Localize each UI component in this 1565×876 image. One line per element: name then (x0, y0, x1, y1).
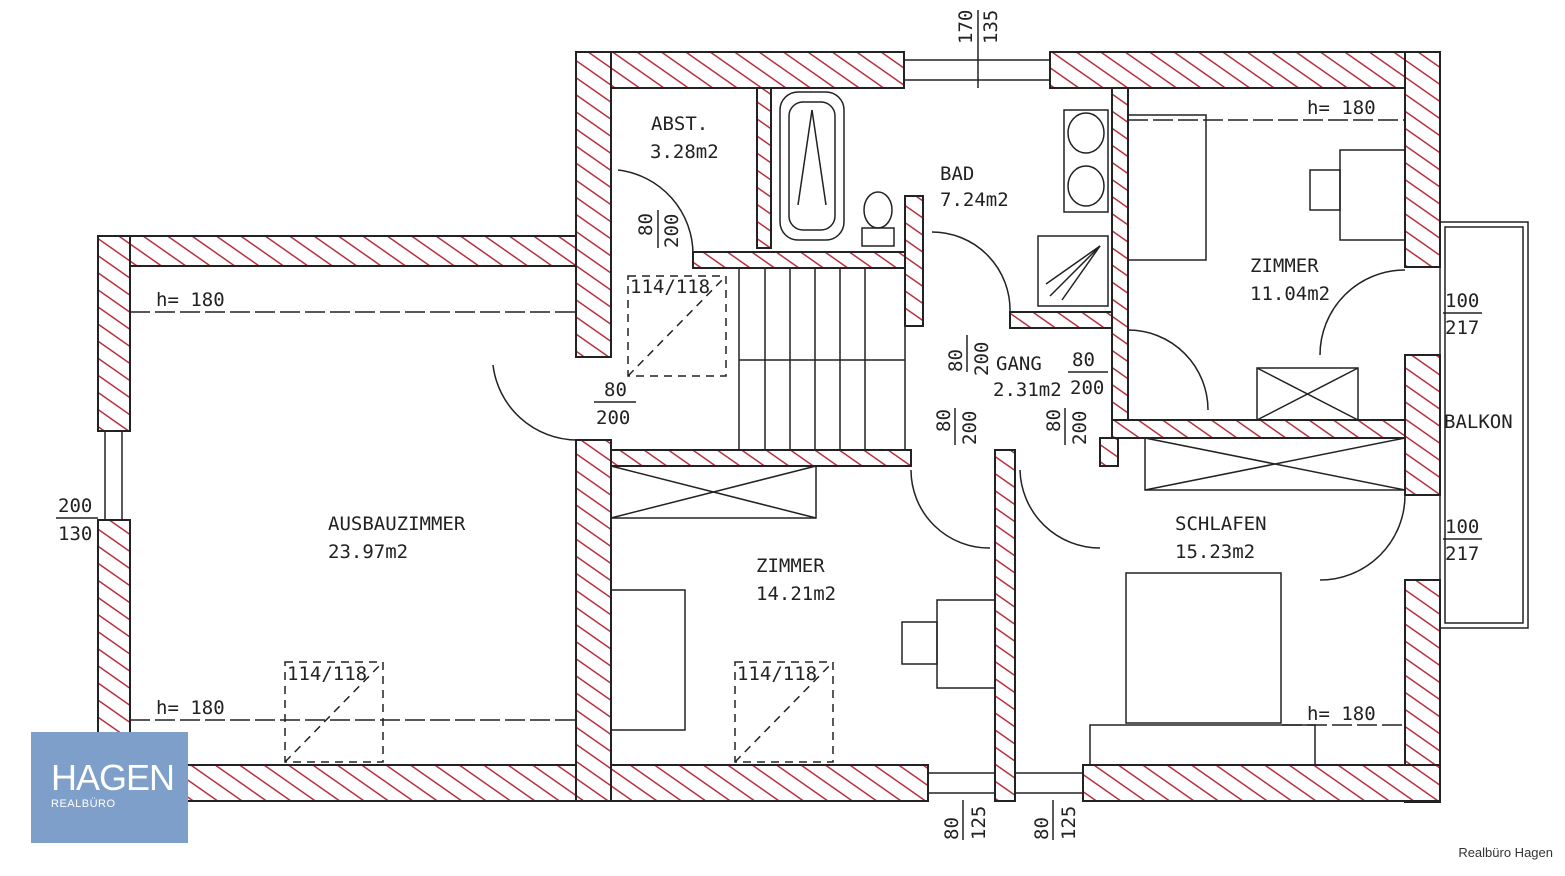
dim-door-zne-a: 80 (1072, 349, 1095, 371)
vertical-dimension-labels: 170 135 80 125 80 125 80 200 80 200 80 2… (635, 10, 1091, 840)
dim-door-schl-a: 80 (1043, 409, 1065, 432)
dim-bot2-b: 125 (1058, 806, 1080, 840)
window-label-3: 114/118 (737, 663, 817, 685)
window-label-1: 114/118 (630, 276, 710, 298)
dim-right1-b: 217 (1445, 317, 1479, 339)
window-label-2: 114/118 (287, 663, 367, 685)
dim-bot1-b: 125 (968, 806, 990, 840)
room-ausbau-area: 23.97m2 (328, 541, 408, 563)
dim-right1-a: 100 (1445, 290, 1479, 312)
dim-bot2-a: 80 (1031, 817, 1053, 840)
window-labels: 114/118 114/118 114/118 (287, 276, 817, 685)
dim-door-abst-a: 80 (635, 213, 657, 236)
dim-top-b: 135 (980, 10, 1002, 44)
dim-left-a: 200 (58, 495, 92, 517)
dim-left-b: 130 (58, 523, 92, 545)
room-labels: ABST. 3.28m2 BAD 7.24m2 ZIMMER 11.04m2 G… (328, 113, 1513, 605)
room-gang-name: GANG (996, 353, 1042, 375)
room-zimmer-s-name: ZIMMER (756, 555, 825, 577)
dim-door-bad-a: 80 (945, 349, 967, 372)
room-zimmer-ne-area: 11.04m2 (1250, 283, 1330, 305)
dim-right2-b: 217 (1445, 543, 1479, 565)
dim-right2-a: 100 (1445, 516, 1479, 538)
dimension-labels: 200 130 100 217 100 217 80 200 80 200 (56, 290, 1482, 565)
height-ne: h= 180 (1307, 97, 1376, 119)
room-schlafen-area: 15.23m2 (1175, 541, 1255, 563)
room-balkon-name: BALKON (1444, 411, 1513, 433)
room-zimmer-ne-name: ZIMMER (1250, 255, 1319, 277)
dim-door-zne-b: 200 (1070, 377, 1104, 399)
dim-door-zs-a: 80 (933, 409, 955, 432)
height-nw: h= 180 (156, 289, 225, 311)
height-labels: h= 180 h= 180 h= 180 h= 180 (156, 97, 1376, 725)
room-abst-area: 3.28m2 (650, 141, 719, 163)
dim-door-bad-b: 200 (971, 342, 993, 376)
room-ausbau-name: AUSBAUZIMMER (328, 513, 466, 535)
fixtures (130, 91, 1529, 766)
height-se: h= 180 (1307, 703, 1376, 725)
dim-bot1-a: 80 (941, 817, 963, 840)
interior-walls (610, 87, 1406, 802)
exterior-walls (97, 51, 1441, 803)
dim-top-a: 170 (955, 10, 977, 44)
room-schlafen-name: SCHLAFEN (1175, 513, 1267, 535)
room-zimmer-s-area: 14.21m2 (756, 583, 836, 605)
company-logo: HAGEN REALBÜRO (31, 732, 188, 843)
dim-door-abst-b: 200 (661, 214, 683, 248)
dim-door-ausbau-a: 80 (604, 379, 627, 401)
room-abst-name: ABST. (651, 113, 708, 135)
dim-door-zs-b: 200 (959, 411, 981, 445)
room-gang-area: 2.31m2 (993, 379, 1062, 401)
dim-door-ausbau-b: 200 (596, 407, 630, 429)
credit-text: Realbüro Hagen (1458, 845, 1553, 860)
dim-door-schl-b: 200 (1069, 411, 1091, 445)
height-sw: h= 180 (156, 697, 225, 719)
room-bad-area: 7.24m2 (940, 189, 1009, 211)
logo-sub-text: REALBÜRO (51, 798, 116, 810)
logo-main-text: HAGEN (51, 757, 175, 798)
room-bad-name: BAD (940, 163, 974, 185)
